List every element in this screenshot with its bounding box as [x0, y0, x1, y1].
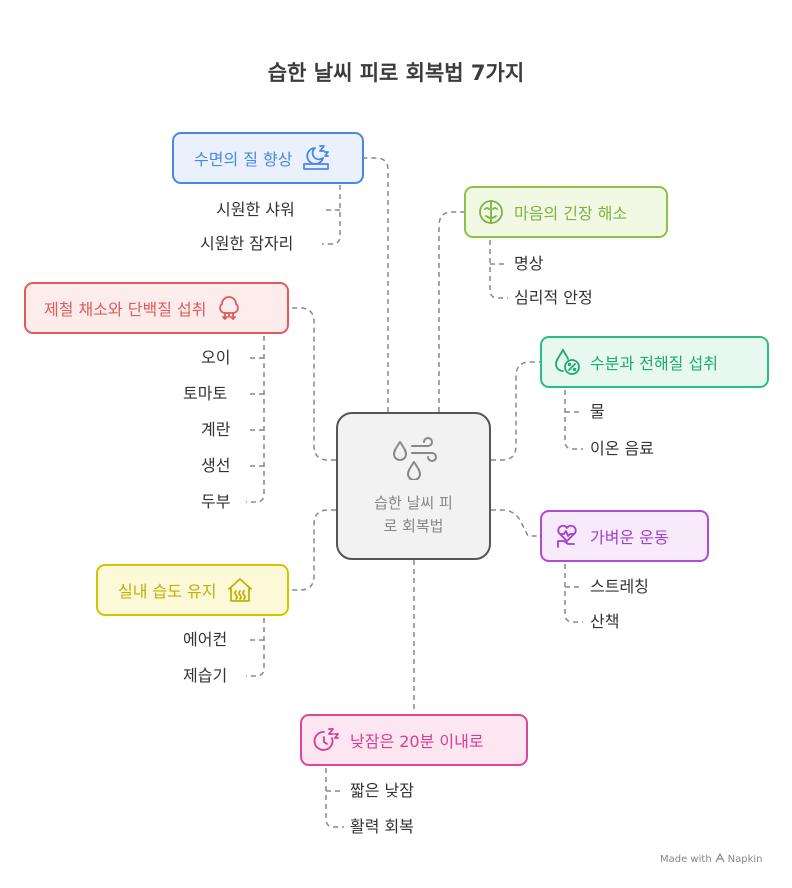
leaf-cool-shower: 시원한 샤워	[216, 200, 295, 219]
house-humidity-icon	[225, 575, 255, 605]
topic-sleep[interactable]: 수면의 질 향상	[172, 132, 364, 184]
leaf-dehumidifier: 제습기	[183, 666, 228, 685]
topic-humidity[interactable]: 실내 습도 유지	[96, 564, 289, 616]
leaf-walk: 산책	[590, 612, 620, 631]
topic-sleep-label: 수면의 질 향상	[194, 150, 293, 169]
leaf-air-conditioner: 에어컨	[183, 630, 228, 649]
leaf-stretching: 스트레칭	[590, 577, 649, 596]
leaf-tofu: 두부	[201, 492, 231, 511]
leaf-short-nap: 짧은 낮잠	[350, 781, 414, 800]
leaf-mental-stability: 심리적 안정	[514, 288, 593, 307]
footer-credit[interactable]: Made with Napkin	[660, 852, 763, 866]
leaf-fish: 생선	[201, 456, 231, 475]
page-title: 습한 날씨 피로 회복법 7가지	[267, 61, 525, 85]
footer-text: Made with	[660, 854, 712, 865]
center-label-line2: 로 회복법	[383, 517, 444, 535]
leaf-water: 물	[590, 402, 605, 421]
center-label-line1: 습한 날씨 피	[374, 494, 453, 512]
leaf-meditation: 명상	[514, 254, 544, 273]
leaf-energy-recovery: 활력 회복	[350, 817, 414, 836]
topic-water-label: 수분과 전해질 섭취	[590, 354, 718, 373]
topic-exercise-label: 가벼운 운동	[590, 528, 669, 547]
footer-brand: Napkin	[727, 854, 763, 865]
vegetables-icon	[214, 293, 244, 323]
topic-nap-label: 낮잠은 20분 이내로	[350, 732, 484, 751]
center-node: 습한 날씨 피 로 회복법	[336, 412, 491, 560]
leaf-cucumber: 오이	[201, 348, 231, 367]
sleeping-moon-icon	[301, 143, 331, 173]
nap-clock-icon	[312, 725, 342, 755]
leaf-ion-drink: 이온 음료	[590, 439, 654, 458]
topic-water[interactable]: 수분과 전해질 섭취	[540, 336, 769, 388]
leaf-egg: 계란	[201, 420, 231, 439]
leaf-cool-bedding: 시원한 잠자리	[200, 234, 294, 253]
heart-hand-icon	[552, 521, 582, 551]
topic-nap[interactable]: 낮잠은 20분 이내로	[300, 714, 528, 766]
relaxed-face-icon	[476, 197, 506, 227]
topic-mind-label: 마음의 긴장 해소	[514, 204, 628, 223]
napkin-logo-icon	[715, 852, 725, 866]
topic-food[interactable]: 제철 채소와 단백질 섭취	[24, 282, 289, 334]
topic-humidity-label: 실내 습도 유지	[118, 582, 217, 601]
topic-food-label: 제철 채소와 단백질 섭취	[44, 300, 207, 319]
topic-mind[interactable]: 마음의 긴장 해소	[464, 186, 668, 238]
topic-exercise[interactable]: 가벼운 운동	[540, 510, 709, 562]
water-percent-icon	[552, 347, 582, 377]
water-drops-wind-icon	[390, 436, 440, 484]
leaf-tomato: 토마토	[183, 384, 228, 403]
